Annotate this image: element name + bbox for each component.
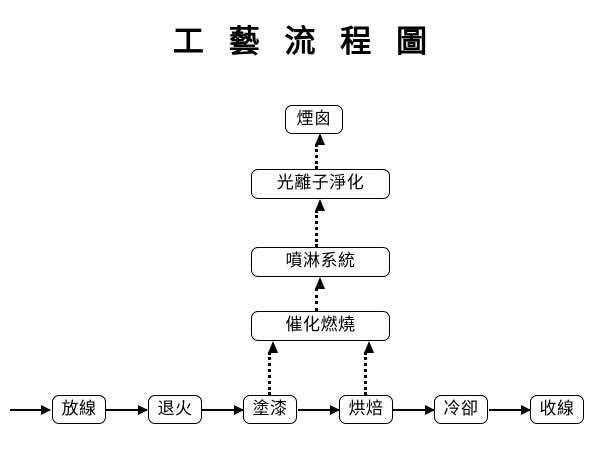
node-guanglizijinghua[interactable]: 光離子淨化 [251, 169, 390, 199]
node-shouxian[interactable]: 收線 [530, 395, 584, 424]
node-tuihuo[interactable]: 退火 [148, 395, 202, 424]
solid-arrow-input-to-fangxian [10, 409, 50, 411]
solid-arrow-tuihuo-to-tuqi [202, 409, 243, 411]
node-tuqi[interactable]: 塗漆 [243, 395, 297, 424]
node-tuihuo-label: 退火 [157, 398, 193, 419]
node-cuihuaranshao-label: 催化燃燒 [285, 315, 356, 335]
page-title: 工 藝 流 程 圖 [172, 24, 435, 60]
dotted-arrow-hongbei-to-cuihuaranshao [364, 352, 370, 395]
dotted-arrow-cuihuaranshao-to-penlinxitong [315, 288, 321, 311]
solid-arrow-hongbei-to-lengque [393, 409, 434, 411]
node-yancong-label: 煙囪 [296, 108, 332, 129]
node-lengque-label: 冷卻 [443, 398, 479, 419]
node-hongbei-label: 烘焙 [348, 398, 384, 419]
solid-arrow-lengque-to-shouxian [489, 409, 530, 411]
node-cuihuaranshao[interactable]: 催化燃燒 [251, 311, 390, 341]
node-guanglizijinghua-label: 光離子淨化 [276, 173, 365, 193]
node-fangxian[interactable]: 放線 [52, 395, 106, 424]
solid-arrow-tuqi-to-hongbei [298, 409, 339, 411]
dotted-arrow-guanglizijinghua-to-yancong [315, 144, 321, 169]
node-lengque[interactable]: 冷卻 [434, 395, 488, 424]
node-fangxian-label: 放線 [61, 398, 97, 419]
node-yancong[interactable]: 煙囪 [285, 105, 343, 134]
node-tuqi-label: 塗漆 [252, 398, 288, 419]
node-penlinxitong-label: 噴淋系統 [285, 251, 356, 271]
dotted-arrow-tuqi-to-cuihuaranshao [268, 352, 274, 395]
node-hongbei[interactable]: 烘焙 [339, 395, 393, 424]
node-shouxian-label: 收線 [539, 398, 575, 419]
dotted-arrow-penlinxitong-to-guanglizijinghua [315, 210, 321, 247]
solid-arrow-fangxian-to-tuihuo [106, 409, 147, 411]
node-penlinxitong[interactable]: 噴淋系統 [251, 247, 390, 277]
